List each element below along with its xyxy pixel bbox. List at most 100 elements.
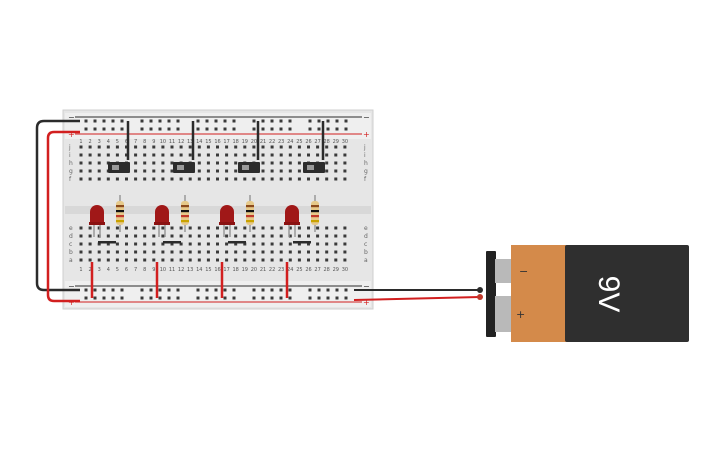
rail-hole[interactable] xyxy=(335,127,339,131)
breadboard-hole[interactable] xyxy=(152,177,156,181)
breadboard-hole[interactable] xyxy=(170,258,174,262)
breadboard-hole[interactable] xyxy=(316,177,320,181)
rail-hole[interactable] xyxy=(167,296,171,300)
breadboard-hole[interactable] xyxy=(179,242,183,246)
rail-hole[interactable] xyxy=(93,288,97,292)
rail-hole[interactable] xyxy=(158,296,162,300)
breadboard-hole[interactable] xyxy=(115,177,119,181)
breadboard-hole[interactable] xyxy=(334,226,338,230)
breadboard-hole[interactable] xyxy=(234,169,238,173)
wire-red-battery[interactable] xyxy=(353,296,481,301)
breadboard-hole[interactable] xyxy=(170,161,174,165)
rail-hole[interactable] xyxy=(279,296,283,300)
rail-hole[interactable] xyxy=(223,127,227,131)
rail-hole[interactable] xyxy=(111,127,115,131)
breadboard-hole[interactable] xyxy=(288,169,292,173)
resistor[interactable] xyxy=(311,195,319,232)
breadboard-hole[interactable] xyxy=(170,242,174,246)
led[interactable] xyxy=(219,205,235,237)
breadboard-hole[interactable] xyxy=(206,250,210,254)
rail-hole[interactable] xyxy=(232,296,236,300)
rail-hole[interactable] xyxy=(288,296,292,300)
breadboard-hole[interactable] xyxy=(197,258,201,262)
breadboard-hole[interactable] xyxy=(125,242,128,246)
breadboard-hole[interactable] xyxy=(134,169,138,173)
switch-slider[interactable] xyxy=(307,165,314,170)
battery-plus-contact[interactable] xyxy=(477,294,483,300)
resistor[interactable] xyxy=(181,195,189,232)
rail-hole[interactable] xyxy=(344,288,348,292)
rail-hole[interactable] xyxy=(326,119,330,123)
breadboard-hole[interactable] xyxy=(243,153,247,157)
breadboard-hole[interactable] xyxy=(216,258,219,262)
rail-hole[interactable] xyxy=(120,119,124,123)
rail-hole[interactable] xyxy=(344,296,348,300)
breadboard-hole[interactable] xyxy=(197,250,201,254)
breadboard-hole[interactable] xyxy=(343,226,347,230)
breadboard-hole[interactable] xyxy=(143,234,147,238)
breadboard-hole[interactable] xyxy=(325,177,329,181)
breadboard-hole[interactable] xyxy=(216,177,219,181)
breadboard-hole[interactable] xyxy=(179,177,183,181)
breadboard-hole[interactable] xyxy=(279,250,283,254)
breadboard-hole[interactable] xyxy=(125,250,128,254)
breadboard-hole[interactable] xyxy=(297,234,301,238)
rail-hole[interactable] xyxy=(84,119,88,123)
breadboard-hole[interactable] xyxy=(170,234,174,238)
breadboard-hole[interactable] xyxy=(115,226,119,230)
rail-hole[interactable] xyxy=(176,296,180,300)
rail-hole[interactable] xyxy=(205,288,209,292)
rail-hole[interactable] xyxy=(270,119,274,123)
breadboard-hole[interactable] xyxy=(188,234,192,238)
breadboard-hole[interactable] xyxy=(307,153,310,157)
breadboard-hole[interactable] xyxy=(307,234,310,238)
breadboard-hole[interactable] xyxy=(243,145,247,149)
breadboard-hole[interactable] xyxy=(225,153,229,157)
breadboard-hole[interactable] xyxy=(297,226,301,230)
breadboard-hole[interactable] xyxy=(170,177,174,181)
breadboard-hole[interactable] xyxy=(152,169,156,173)
rail-hole[interactable] xyxy=(196,296,200,300)
breadboard-hole[interactable] xyxy=(261,161,265,165)
breadboard-hole[interactable] xyxy=(261,169,265,173)
breadboard-hole[interactable] xyxy=(170,169,174,173)
breadboard-hole[interactable] xyxy=(106,242,110,246)
breadboard-hole[interactable] xyxy=(88,177,92,181)
breadboard-hole[interactable] xyxy=(79,161,83,165)
rail-hole[interactable] xyxy=(158,119,162,123)
rail-hole[interactable] xyxy=(140,119,144,123)
breadboard-hole[interactable] xyxy=(243,234,247,238)
breadboard-hole[interactable] xyxy=(97,161,101,165)
breadboard-hole[interactable] xyxy=(206,161,210,165)
breadboard-hole[interactable] xyxy=(279,161,283,165)
breadboard-hole[interactable] xyxy=(161,234,165,238)
breadboard-hole[interactable] xyxy=(97,169,101,173)
breadboard-hole[interactable] xyxy=(134,242,138,246)
breadboard-hole[interactable] xyxy=(197,161,201,165)
breadboard-hole[interactable] xyxy=(152,258,156,262)
rail-hole[interactable] xyxy=(167,127,171,131)
breadboard-hole[interactable] xyxy=(343,234,347,238)
rail-hole[interactable] xyxy=(102,119,106,123)
breadboard-hole[interactable] xyxy=(297,161,301,165)
breadboard-hole[interactable] xyxy=(325,242,329,246)
breadboard-hole[interactable] xyxy=(279,234,283,238)
breadboard-hole[interactable] xyxy=(179,234,183,238)
breadboard-hole[interactable] xyxy=(143,177,147,181)
breadboard-hole[interactable] xyxy=(252,258,256,262)
breadboard-hole[interactable] xyxy=(325,153,329,157)
breadboard-hole[interactable] xyxy=(115,145,119,149)
rail-hole[interactable] xyxy=(326,127,330,131)
breadboard-hole[interactable] xyxy=(188,258,192,262)
breadboard-hole[interactable] xyxy=(297,258,301,262)
rail-hole[interactable] xyxy=(93,127,97,131)
breadboard-hole[interactable] xyxy=(343,258,347,262)
breadboard-hole[interactable] xyxy=(188,177,192,181)
breadboard-hole[interactable] xyxy=(197,226,201,230)
breadboard-hole[interactable] xyxy=(125,234,128,238)
breadboard-hole[interactable] xyxy=(206,177,210,181)
rail-hole[interactable] xyxy=(102,296,106,300)
rail-hole[interactable] xyxy=(232,127,236,131)
rail-hole[interactable] xyxy=(335,119,339,123)
rail-hole[interactable] xyxy=(344,127,348,131)
